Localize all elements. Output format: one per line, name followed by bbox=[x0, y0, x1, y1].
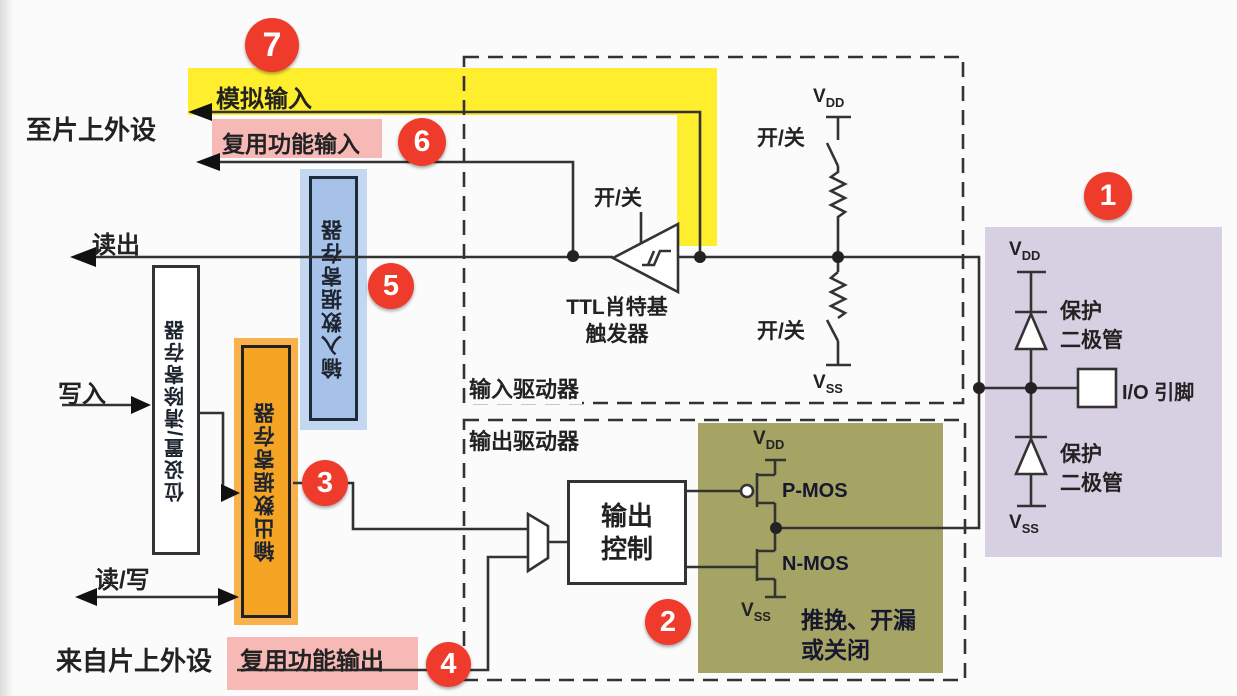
badge-7: 7 bbox=[245, 18, 299, 72]
vdd-esd-label: VDD bbox=[1009, 239, 1041, 263]
read-write-label: 读/写 bbox=[95, 567, 150, 594]
protection-diode-upper-label: 保护 二极管 bbox=[1060, 297, 1123, 356]
protect-lower-line1: 保护 bbox=[1060, 443, 1102, 466]
bit-set-clear-register-box bbox=[152, 265, 200, 555]
badge-3: 3 bbox=[302, 460, 348, 506]
badge-1: 1 bbox=[1084, 172, 1132, 220]
io-pin-label: I/O 引脚 bbox=[1122, 382, 1195, 404]
badge-2: 2 bbox=[645, 599, 691, 645]
badge-4: 4 bbox=[426, 642, 471, 687]
vss-esd-label: VSS bbox=[1009, 512, 1039, 536]
protect-lower-line2: 二极管 bbox=[1060, 472, 1123, 496]
protect-upper-line1: 保护 bbox=[1060, 300, 1102, 323]
badge-5: 5 bbox=[368, 263, 414, 309]
badge-6: 6 bbox=[398, 118, 446, 166]
from-peripheral-label: 来自片上外设 bbox=[56, 646, 213, 676]
read-label: 读出 bbox=[92, 232, 140, 259]
write-label: 写入 bbox=[58, 381, 106, 408]
to-peripheral-label: 至片上外设 bbox=[26, 115, 157, 145]
protect-upper-line2: 二极管 bbox=[1060, 329, 1123, 353]
analog-input-label: 模拟输入 bbox=[216, 86, 312, 113]
protection-diode-lower-label: 保护 二极管 bbox=[1060, 440, 1123, 499]
